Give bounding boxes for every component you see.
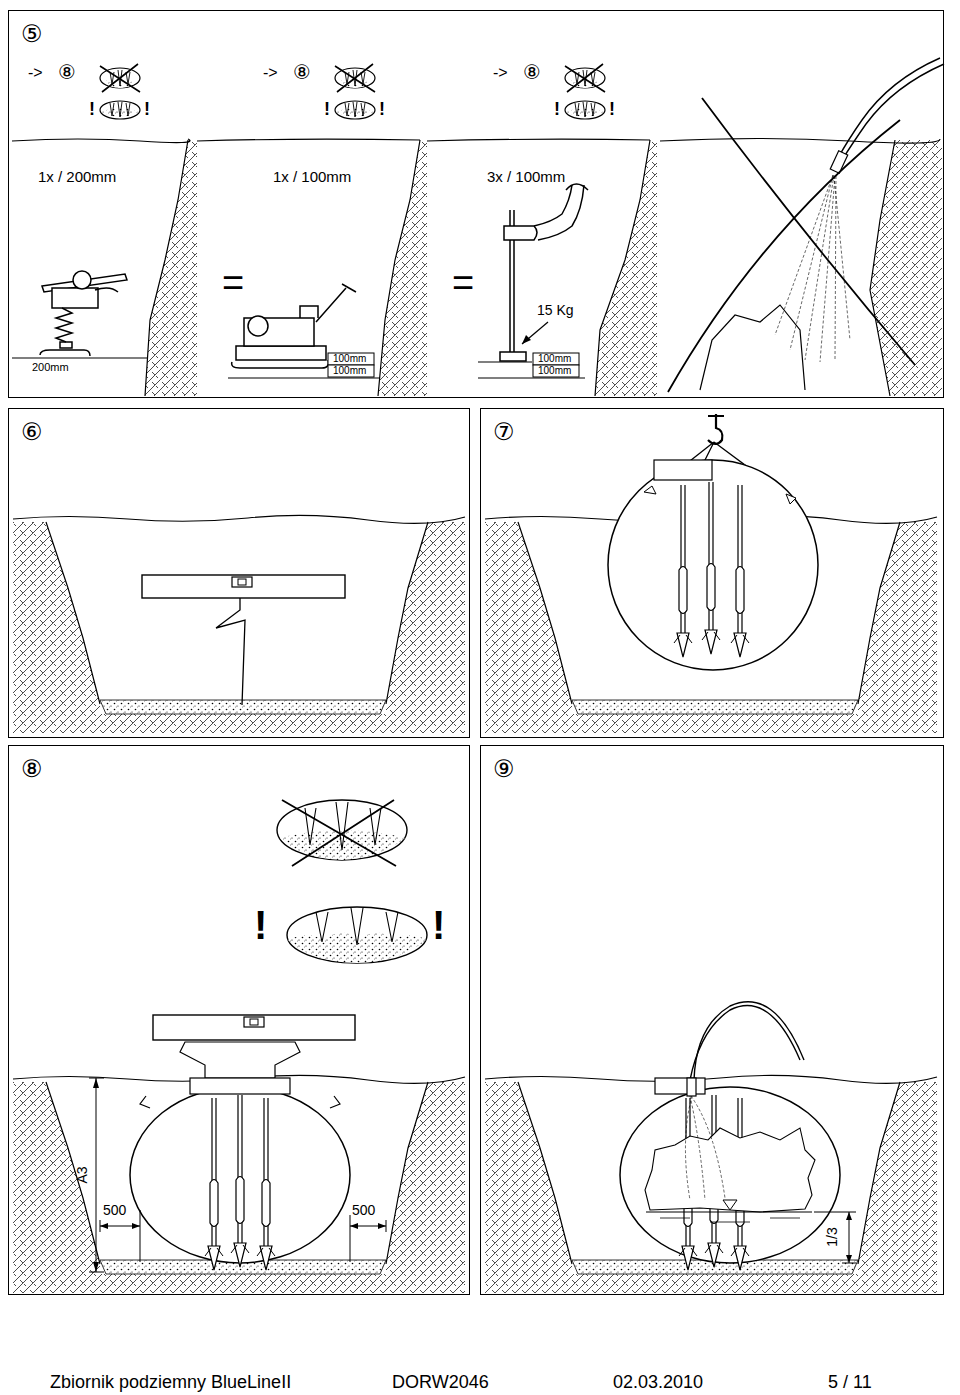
dimension-label: 1/3	[824, 1227, 840, 1246]
dimension-label: 500	[103, 1202, 126, 1218]
weight-note: 15 Kg	[537, 302, 574, 318]
footer-text: DORW2046	[392, 1372, 489, 1393]
warning-mark: !	[379, 99, 385, 119]
arrow-text: ->	[28, 64, 43, 81]
dimension-label: 500	[103, 1202, 126, 1218]
warning-mark: !	[609, 99, 615, 120]
step-ref: ⑧	[58, 60, 76, 84]
layer-dimension: 200mm	[32, 361, 69, 373]
step-panel: ⑧	[8, 745, 470, 1295]
weight-note: 15 Kg	[537, 302, 574, 318]
warning-mark: !	[554, 99, 560, 119]
footer-text: 5 / 11	[828, 1372, 872, 1393]
dimension-label: 500	[352, 1202, 375, 1218]
layer-dimension: 100mm	[538, 365, 571, 377]
dimension-label: 500	[352, 1202, 375, 1218]
step-panel: ⑤	[8, 10, 944, 398]
layer-dimension: 100mm	[333, 365, 366, 376]
footer-text: 5 / 11	[828, 1372, 872, 1392]
equals-sign: =	[222, 262, 244, 304]
warning-mark: !	[554, 99, 560, 120]
step-ref: ⑧	[58, 61, 76, 84]
step-number: ⑨	[493, 756, 515, 782]
step-number: ⑧	[21, 756, 43, 782]
step-ref: ⑧	[293, 60, 311, 84]
footer-text: 02.03.2010	[613, 1372, 703, 1392]
warning-mark: !	[379, 99, 385, 120]
layer-dimension: 100mm	[333, 365, 366, 377]
arrow-text: ->	[28, 64, 43, 82]
step-ref: ⑧	[523, 61, 541, 84]
layer-spec: 1x / 200mm	[38, 168, 116, 185]
warning-mark: !	[432, 903, 445, 947]
warning-mark: !	[324, 99, 330, 120]
layer-dimension: 200mm	[32, 361, 69, 374]
dimension-label: 1/3	[824, 1227, 840, 1246]
warning-mark: !	[432, 902, 445, 948]
layer-spec: 1x / 100mm	[273, 168, 351, 185]
step-panel: ⑨	[480, 745, 944, 1295]
dimension-label: A3	[74, 1166, 90, 1183]
layer-spec: 3x / 100mm	[487, 168, 565, 185]
step-panel: ⑦	[480, 408, 944, 738]
warning-mark: !	[609, 99, 615, 119]
step-number: ⑦	[493, 419, 515, 445]
warning-mark: !	[89, 99, 95, 120]
layer-dimension: 100mm	[538, 353, 571, 365]
arrow-text: ->	[493, 64, 508, 81]
warning-mark: !	[89, 99, 95, 119]
warning-mark: !	[144, 99, 150, 120]
step-number: ⑤	[21, 21, 43, 47]
layer-spec: 3x / 100mm	[487, 168, 565, 185]
warning-mark: !	[254, 903, 267, 947]
layer-dimension: 100mm	[333, 353, 366, 364]
warning-mark: !	[324, 99, 330, 119]
layer-spec: 1x / 200mm	[38, 168, 116, 185]
equals-sign: =	[452, 262, 474, 306]
layer-dimension: 100mm	[538, 353, 571, 364]
warning-mark: !	[254, 902, 267, 948]
step-ref: ⑧	[523, 60, 541, 84]
equals-sign: =	[222, 262, 244, 306]
step-ref: ⑧	[293, 61, 311, 84]
layer-dimension: 100mm	[333, 353, 366, 365]
layer-dimension: 100mm	[538, 365, 571, 376]
step-number: ⑥	[21, 419, 43, 445]
layer-spec: 1x / 100mm	[273, 168, 351, 185]
equals-sign: =	[452, 262, 474, 304]
dimension-label: A3	[74, 1166, 90, 1183]
arrow-text: ->	[263, 64, 278, 81]
arrow-text: ->	[263, 64, 278, 82]
footer-text: 02.03.2010	[613, 1372, 703, 1393]
footer-text: Zbiornik podziemny BlueLineII	[50, 1372, 291, 1392]
warning-mark: !	[144, 99, 150, 119]
footer-text: DORW2046	[392, 1372, 489, 1392]
step-panel: ⑥	[8, 408, 470, 738]
arrow-text: ->	[493, 64, 508, 82]
footer-text: Zbiornik podziemny BlueLineII	[50, 1372, 291, 1393]
